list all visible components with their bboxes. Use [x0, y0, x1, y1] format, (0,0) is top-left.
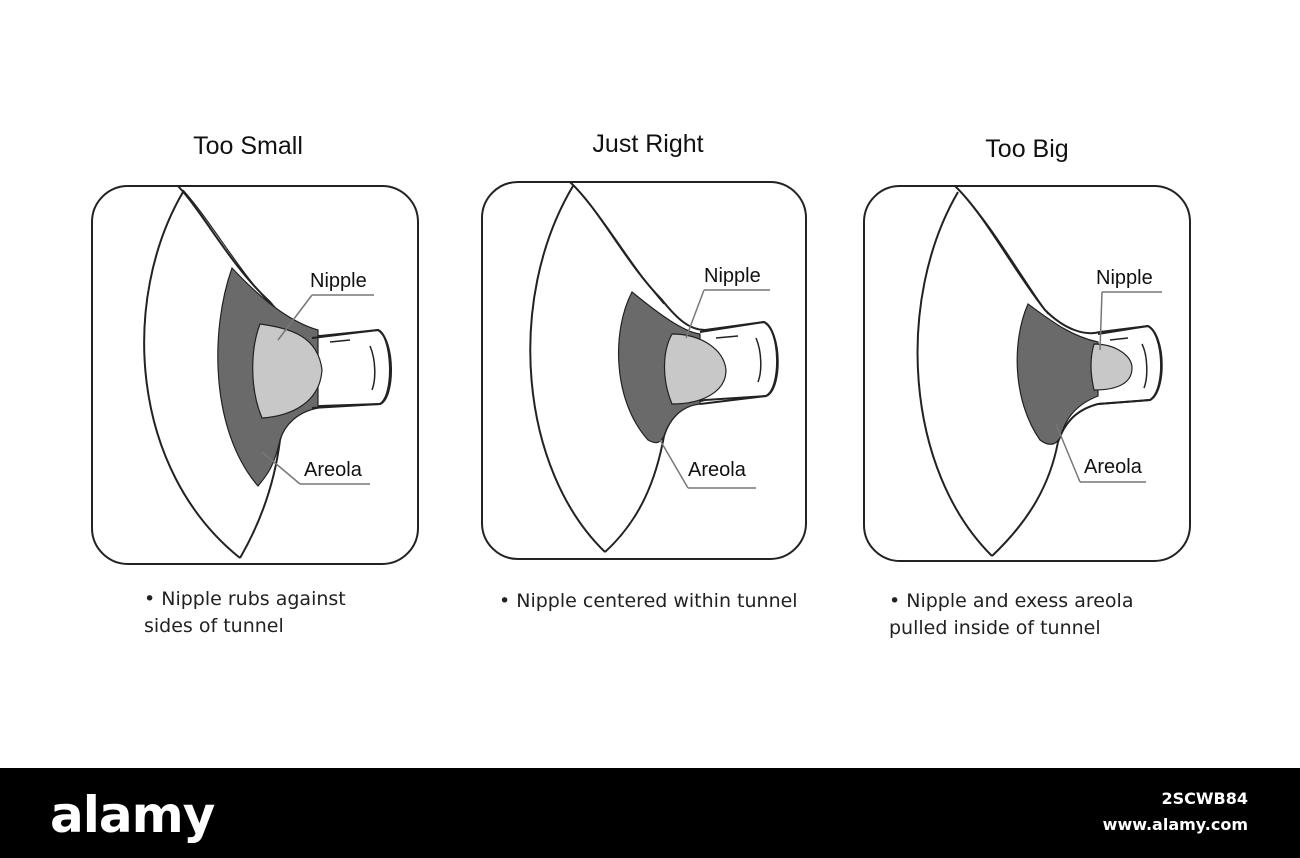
nipple-shape — [252, 323, 323, 419]
areola-label: Areola — [688, 459, 747, 481]
nipple-label: Nipple — [704, 265, 761, 287]
caption-too-small: • Nipple rubs against sides of tunnel — [144, 586, 346, 640]
panel-frame — [481, 181, 807, 560]
watermark-bar: alamy 2SCWB84 www.alamy.com — [0, 768, 1300, 858]
areola-label: Areola — [1084, 456, 1143, 478]
site-url: www.alamy.com — [1102, 815, 1248, 834]
nipple-leader-line — [685, 289, 705, 339]
panel-frame — [91, 185, 419, 565]
nipple-leader-line — [277, 294, 313, 341]
areola-leader-line — [261, 451, 301, 485]
flange-rim — [143, 191, 241, 559]
areola-leader-line — [659, 439, 689, 489]
panel-title-too-small: Too Small — [193, 132, 303, 160]
nipple-shape — [663, 333, 727, 405]
flange-rim — [916, 191, 993, 557]
flange-inner-edge — [958, 189, 1049, 315]
areola-label: Areola — [304, 459, 363, 481]
panel-too-big: Nipple Areola — [863, 185, 1191, 562]
panel-title-too-big: Too Big — [985, 135, 1069, 163]
nipple-shape — [1090, 343, 1133, 391]
nipple-label: Nipple — [310, 270, 367, 292]
alamy-logo: alamy — [50, 786, 215, 844]
tunnel-outline — [1097, 324, 1163, 405]
caption-line-1: • Nipple rubs against — [144, 588, 346, 610]
caption-too-big: • Nipple and exess areola pulled inside … — [889, 588, 1133, 642]
tunnel-highlight — [329, 339, 376, 391]
tunnel-highlight — [715, 335, 762, 383]
nipple-leader-line — [1099, 291, 1103, 351]
flange-rim — [529, 185, 606, 553]
panel-just-right: Nipple Areola — [481, 181, 807, 560]
areola-shape — [618, 291, 701, 444]
caption-line-1: • Nipple and exess areola — [889, 590, 1134, 612]
caption-line-2: sides of tunnel — [144, 615, 284, 637]
image-id: 2SCWB84 — [1161, 789, 1248, 808]
flange-diagrams: Nipple Areola Nipple Areola Nipple Areol — [91, 181, 1191, 565]
nipple-label: Nipple — [1096, 267, 1153, 289]
tunnel-outline — [311, 328, 392, 409]
areola-leader-line — [1055, 423, 1081, 483]
panel-title-just-right: Just Right — [592, 130, 704, 158]
panel-too-small: Nipple Areola — [91, 185, 419, 565]
flange-inner-edge — [573, 185, 665, 305]
tunnel-outline — [699, 320, 779, 405]
caption-line-2: pulled inside of tunnel — [889, 617, 1101, 639]
caption-line-1: • Nipple centered within tunnel — [499, 590, 798, 612]
areola-shape — [1016, 303, 1099, 445]
panel-frame — [863, 185, 1191, 562]
flange-inner-edge — [182, 189, 273, 307]
caption-just-right: • Nipple centered within tunnel — [499, 588, 798, 615]
tunnel-highlight — [1109, 337, 1148, 389]
